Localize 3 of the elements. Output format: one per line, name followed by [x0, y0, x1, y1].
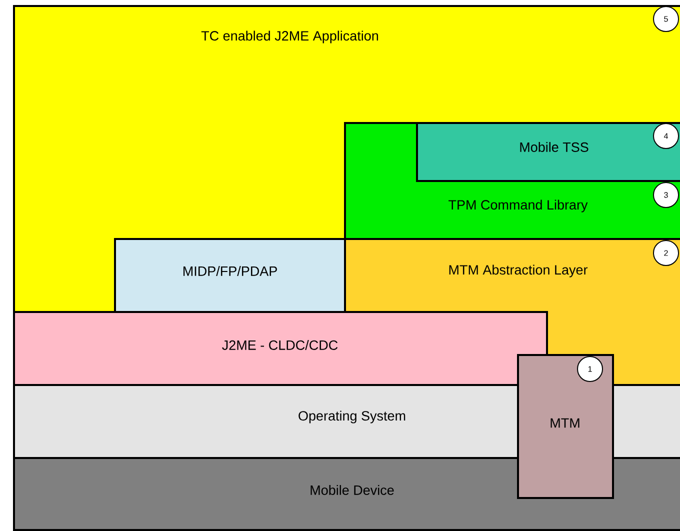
layer-box: J2ME - CLDC/CDC	[13, 311, 548, 386]
layer-box: MIDP/FP/PDAP	[114, 238, 346, 313]
layer-box: Mobile Device	[13, 457, 680, 531]
